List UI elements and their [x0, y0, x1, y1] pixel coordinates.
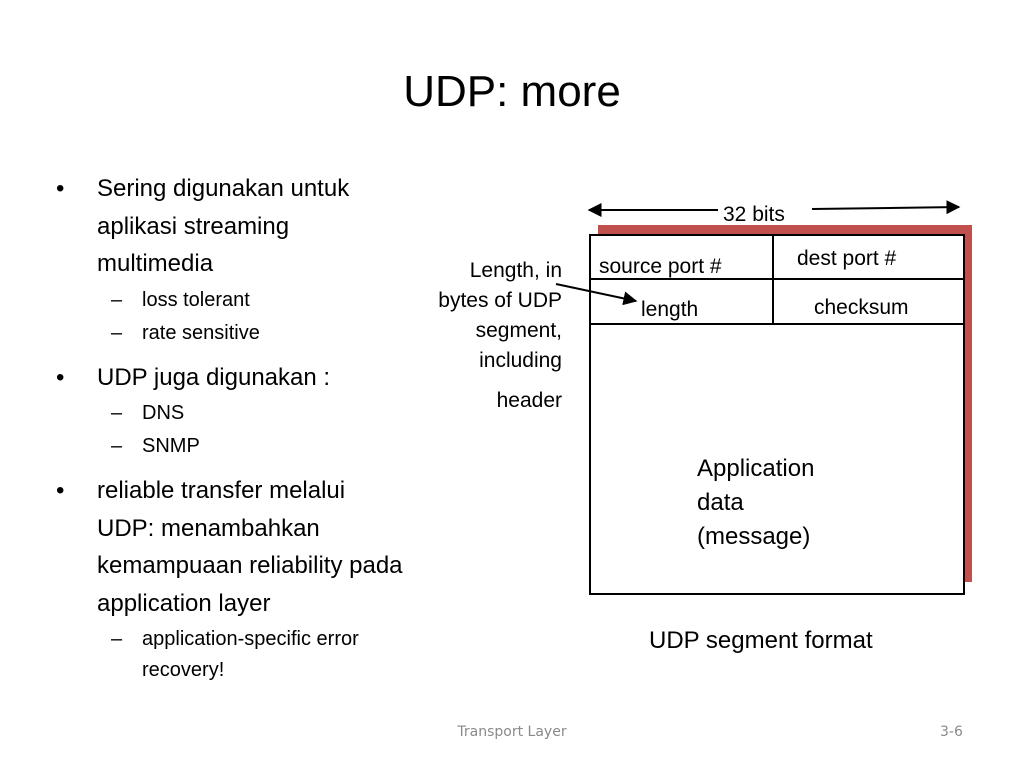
sub-bullet-text: loss tolerant — [142, 288, 250, 311]
bullet-text-line: UDP juga digunakan : — [97, 363, 331, 391]
bullet-text-line: Sering digunakan untuk — [97, 175, 350, 202]
bullet-marker: • — [56, 477, 65, 504]
length-field: length — [641, 298, 699, 321]
width-label: 32 bits — [723, 203, 785, 226]
sub-bullet-marker: – — [111, 435, 123, 457]
bullet-item: • reliable transfer melalui UDP: menamba… — [56, 472, 476, 686]
payload-line: (message) — [697, 523, 811, 550]
callout-line: including — [479, 349, 562, 372]
sub-bullet-text: rate sensitive — [142, 321, 260, 344]
bullet-item: • Sering digunakan untuk aplikasi stream… — [56, 170, 476, 349]
footer-page-number: 3-6 — [940, 724, 963, 740]
source-port-field: source port # — [599, 255, 722, 278]
footer-section: Transport Layer — [457, 724, 567, 740]
sub-bullet-list: – loss tolerant – rate sensitive — [97, 285, 476, 349]
sub-bullet-marker: – — [111, 321, 123, 344]
segment-divider-row2 — [589, 323, 963, 325]
bullet-marker: • — [56, 363, 65, 391]
segment-divider-row1 — [589, 278, 963, 280]
sub-bullet-item: – loss tolerant — [97, 285, 476, 316]
bullet-text-line: kemampuaan reliability pada — [97, 552, 403, 579]
callout-line: Length, in — [469, 259, 562, 282]
diagram-caption: UDP segment format — [649, 627, 873, 654]
width-arrow-right — [811, 200, 961, 215]
sub-bullet-item: – application-specific error recovery! — [97, 624, 476, 686]
length-pointer-arrow — [555, 283, 638, 306]
udp-segment-box — [589, 234, 965, 595]
bullet-list: • Sering digunakan untuk aplikasi stream… — [56, 170, 476, 696]
sub-bullet-text: recovery! — [142, 659, 225, 681]
callout-line: header — [496, 389, 562, 412]
slide-title: UDP: more — [403, 67, 621, 116]
dest-port-field: dest port # — [797, 247, 897, 270]
sub-bullet-list: – DNS – SNMP — [97, 398, 476, 462]
payload-line: data — [697, 489, 744, 516]
callout-line: segment, — [475, 319, 562, 342]
bullet-text-line: reliable transfer melalui — [97, 477, 346, 504]
bullet-text-line: UDP: menambahkan — [97, 514, 320, 542]
callout-line: bytes of UDP — [438, 289, 562, 312]
segment-divider-column — [772, 235, 774, 325]
sub-bullet-marker: – — [111, 288, 123, 311]
payload-line: Application — [697, 455, 815, 482]
sub-bullet-list: – application-specific error recovery! — [97, 624, 476, 686]
sub-bullet-text: SNMP — [142, 435, 200, 457]
bullet-text-line: application layer — [97, 589, 271, 617]
sub-bullet-item: – DNS — [97, 398, 476, 429]
payload-label: Application data (message) — [697, 452, 814, 554]
checksum-field: checksum — [814, 296, 909, 319]
bullet-item: • UDP juga digunakan : – DNS – SNMP — [56, 359, 476, 463]
sub-bullet-item: – SNMP — [97, 431, 476, 462]
bullet-text-line: aplikasi streaming — [97, 212, 290, 240]
sub-bullet-item: – rate sensitive — [97, 318, 476, 349]
length-callout: Length, in bytes of UDP segment, includi… — [398, 256, 562, 416]
bullet-marker: • — [56, 175, 65, 202]
sub-bullet-marker: – — [111, 628, 123, 650]
bullet-text-line: multimedia — [97, 250, 214, 277]
sub-bullet-text: application-specific error — [142, 628, 359, 650]
sub-bullet-marker: – — [111, 402, 123, 424]
sub-bullet-text: DNS — [142, 402, 185, 424]
